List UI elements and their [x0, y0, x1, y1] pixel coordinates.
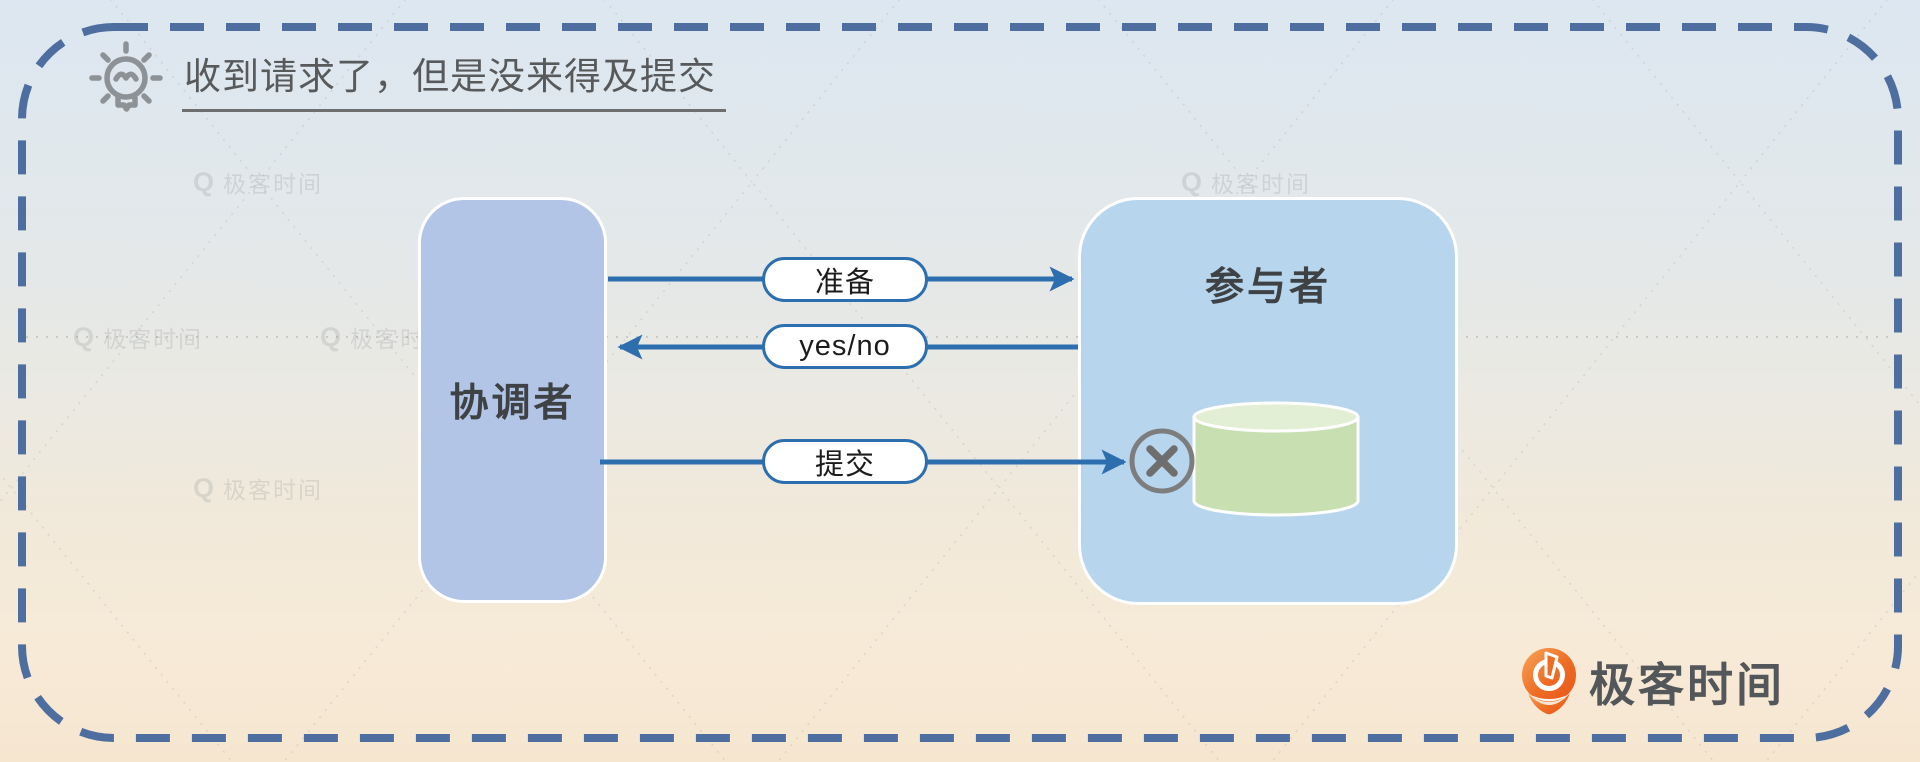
watermark: Q 极客时间: [193, 165, 323, 199]
watermark-logo-icon: Q: [72, 321, 97, 352]
coordinator-node: 协调者: [418, 197, 607, 603]
watermark-logo-icon: Q: [192, 166, 217, 197]
message-pill-yesno: yes/no: [762, 324, 928, 369]
watermark-logo-icon: Q: [319, 321, 344, 352]
message-pill-commit: 提交: [762, 439, 928, 484]
participant-node: 参与者: [1078, 197, 1458, 605]
watermark: Q 极客时间: [73, 320, 203, 354]
page-title: 收到请求了，但是没来得及提交: [182, 40, 726, 113]
participant-label: 参与者: [1204, 266, 1331, 309]
watermark-text: 极客时间: [223, 171, 324, 197]
message-label: 提交: [814, 448, 875, 481]
watermark: Q 极客时间: [1181, 165, 1311, 199]
watermark-text: 极客时间: [103, 326, 204, 352]
watermark-text: 极客时间: [1211, 171, 1312, 197]
watermark-text: 极客时间: [223, 477, 324, 503]
message-label: 准备: [814, 266, 875, 299]
coordinator-label: 协调者: [449, 382, 576, 425]
message-label: yes/no: [799, 330, 891, 362]
geektime-logo-text: 极客时间: [1589, 659, 1785, 711]
lightbulb-icon: [89, 41, 163, 112]
watermark-logo-icon: Q: [1180, 166, 1205, 197]
watermark-logo-icon: Q: [192, 472, 217, 503]
geektime-logo-icon: [1522, 648, 1576, 715]
diagram-header: 收到请求了，但是没来得及提交: [86, 40, 726, 126]
watermark: Q 极客时间: [193, 471, 323, 505]
geektime-logo: 极客时间: [1520, 646, 1785, 718]
message-pill-prepare: 准备: [762, 257, 928, 302]
